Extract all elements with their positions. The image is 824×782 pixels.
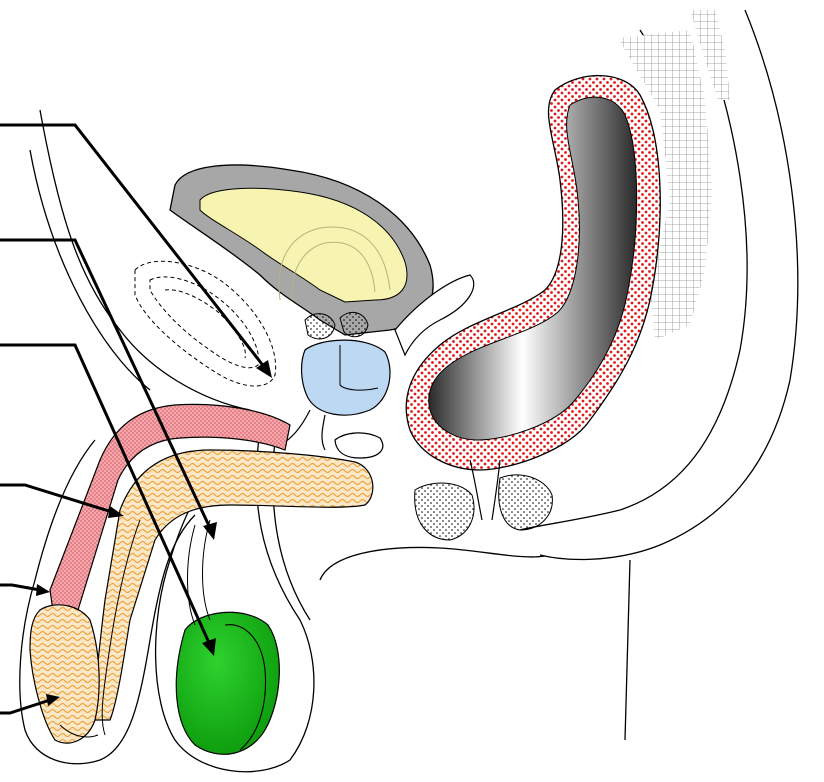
arrowhead-5 bbox=[36, 584, 50, 596]
ureter-opening-left bbox=[305, 314, 335, 339]
bulbourethral-gland bbox=[335, 433, 383, 458]
prostate bbox=[302, 340, 390, 415]
anal-sphincter-right bbox=[499, 475, 553, 530]
perineum-outline bbox=[320, 547, 545, 580]
abdominal-wall-outline bbox=[40, 110, 250, 410]
anal-sphincter-left bbox=[415, 483, 474, 540]
arrowhead-2 bbox=[203, 522, 217, 540]
thigh-line bbox=[625, 560, 630, 740]
arrowhead-1 bbox=[256, 360, 272, 378]
spermatic-cord bbox=[188, 520, 211, 625]
testis bbox=[176, 612, 279, 754]
glans bbox=[30, 605, 99, 743]
